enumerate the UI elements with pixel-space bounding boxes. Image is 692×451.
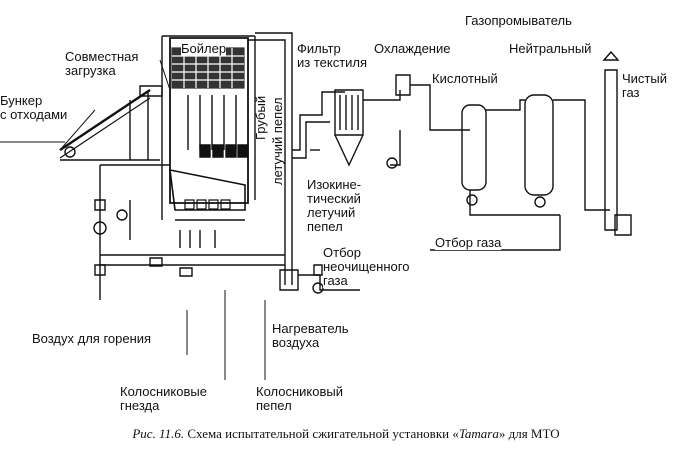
sampling-lines	[298, 150, 560, 293]
label-bunker: Бункер с отходами	[0, 93, 68, 122]
label-air-heater: Нагреватель воздуха	[272, 321, 349, 350]
label-acidic: Кислотный	[432, 71, 498, 86]
label-boiler: Бойлер	[181, 41, 227, 56]
air-supply-lines	[94, 165, 285, 300]
label-fly-ash: летучий пепел	[270, 97, 285, 185]
caption-name: Tamara	[458, 426, 499, 441]
label-neutral: Нейтральный	[509, 41, 592, 56]
flue-duct	[248, 33, 345, 290]
label-gas-sampling: Отбор газа	[435, 235, 502, 250]
label-gas-scrubber: Газопромыватель	[465, 13, 572, 28]
figure-caption: Рис. 11.6. Схема испытательной сжигатель…	[0, 426, 692, 442]
label-joint-loading: Совместная загрузка	[65, 49, 139, 78]
caption-text-before: Схема испытательной сжигательной установ…	[184, 426, 459, 441]
caption-prefix: Рис. 11.6.	[132, 426, 185, 441]
label-clean-gas: Чистый газ	[622, 71, 667, 100]
label-cooling: Охлаждение	[374, 41, 451, 56]
grate-chamber	[170, 170, 245, 220]
label-grate-nests: Колосниковые гнезда	[120, 384, 207, 413]
label-raw-gas-sampling: Отбор неочищенного газа	[323, 245, 410, 288]
label-filter: Фильтр из текстиля	[297, 41, 368, 70]
caption-text-after: » для МТО	[498, 426, 560, 441]
label-grate-ash: Колосниковый пепел	[256, 384, 343, 413]
scrubber-system	[363, 52, 631, 235]
label-combustion-air: Воздух для горения	[32, 331, 152, 346]
textile-filter	[335, 90, 363, 165]
ash-hoppers	[188, 95, 248, 157]
label-coarse-ash: Грубый	[253, 95, 268, 140]
bunker-conveyor	[0, 86, 162, 160]
label-isokinetic: Изокине- тический летучий пепел	[307, 177, 362, 234]
leader-lines	[60, 60, 265, 380]
